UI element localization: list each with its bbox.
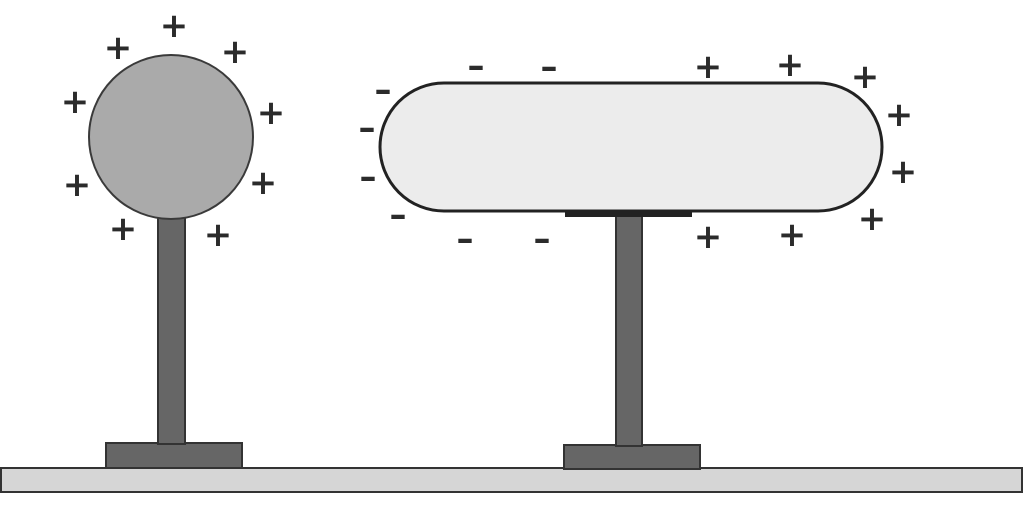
charge-plus: + [885, 95, 914, 135]
charge-plus: + [204, 215, 233, 255]
charge-plus: + [257, 93, 286, 133]
conductor-stand-base [563, 444, 701, 470]
conductor-stand-pole [615, 213, 643, 447]
charge-minus: – [375, 70, 392, 110]
charged-sphere [88, 54, 254, 220]
charge-minus: – [360, 157, 377, 197]
charge-minus: – [468, 46, 485, 86]
charge-plus: + [63, 165, 92, 205]
table-surface [0, 467, 1023, 493]
elongated-conductor [378, 81, 884, 213]
charge-plus: + [858, 199, 887, 239]
conductor-negative-charges: – – – – – – – – [359, 46, 558, 259]
charge-plus: + [249, 163, 278, 203]
charge-plus: + [694, 217, 723, 257]
sphere-stand-base [105, 442, 243, 469]
sphere-stand-pole [157, 213, 186, 445]
charge-minus: – [457, 219, 474, 259]
charge-plus: + [221, 32, 250, 72]
charge-plus: + [851, 57, 880, 97]
charge-minus: – [541, 47, 558, 87]
charge-plus: + [61, 82, 90, 122]
charge-plus: + [104, 28, 133, 68]
sphere-charges: + + + + + + + + + [61, 6, 286, 255]
charge-plus: + [160, 6, 189, 46]
insulating-mount [565, 209, 692, 217]
charge-plus: + [694, 47, 723, 87]
charge-plus: + [109, 209, 138, 249]
charge-minus: – [359, 108, 376, 148]
charge-minus: – [390, 195, 407, 235]
conductor-positive-charges: + + + + + + + + [694, 45, 918, 257]
charge-plus: + [776, 45, 805, 85]
charge-plus: + [778, 215, 807, 255]
charge-plus: + [889, 152, 918, 192]
charge-minus: – [534, 219, 551, 259]
